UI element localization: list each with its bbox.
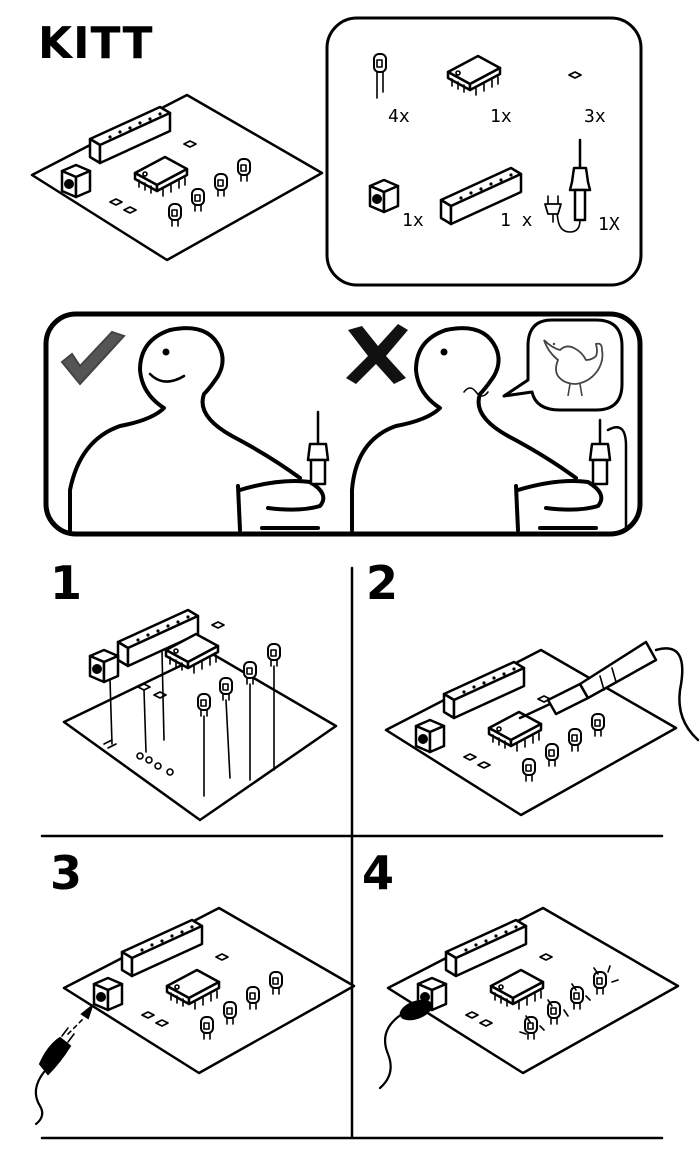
usage-warning-panel: [43, 311, 643, 537]
step-number-3: 3: [50, 846, 83, 900]
step-1-illustration: [62, 608, 338, 822]
smd-quantity: 3x: [584, 106, 606, 127]
step-4-illustration: [378, 908, 678, 1090]
header-quantity: 1 x: [500, 210, 533, 231]
jack-quantity: 1x: [402, 210, 424, 231]
chip-quantity: 1x: [490, 106, 512, 127]
chicken-thought-bubble: [502, 318, 624, 412]
chicken-icon: [543, 339, 604, 397]
x-mark-icon: [346, 324, 408, 384]
chip-part: [446, 54, 502, 97]
step-3-illustration: [34, 908, 354, 1126]
assembled-board-preview: [32, 95, 322, 260]
header-part: [439, 166, 523, 226]
plug-icon: [34, 1027, 75, 1126]
step-number-4: 4: [362, 846, 395, 900]
figure-correct: [68, 326, 330, 532]
page-title: KITT: [38, 18, 154, 69]
parts-list: [368, 53, 592, 233]
plug-icon: [378, 999, 433, 1090]
led-light-rays: [519, 965, 619, 1035]
led-part: [373, 53, 387, 99]
figure-incorrect: [350, 326, 628, 532]
step-number-1: 1: [50, 556, 83, 610]
soldering-iron-icon: [555, 138, 592, 233]
iron-quantity: 1X: [598, 214, 620, 235]
check-mark-icon: [60, 330, 126, 386]
soldering-iron-icon: [518, 640, 700, 742]
step-2-illustration: [386, 640, 700, 815]
parts-list-panel: [325, 16, 643, 287]
jack-part: [368, 178, 400, 214]
smd-part: [568, 71, 582, 79]
plug-icon: [544, 195, 562, 223]
step-number-2: 2: [366, 556, 399, 610]
led-quantity: 4x: [388, 106, 410, 127]
